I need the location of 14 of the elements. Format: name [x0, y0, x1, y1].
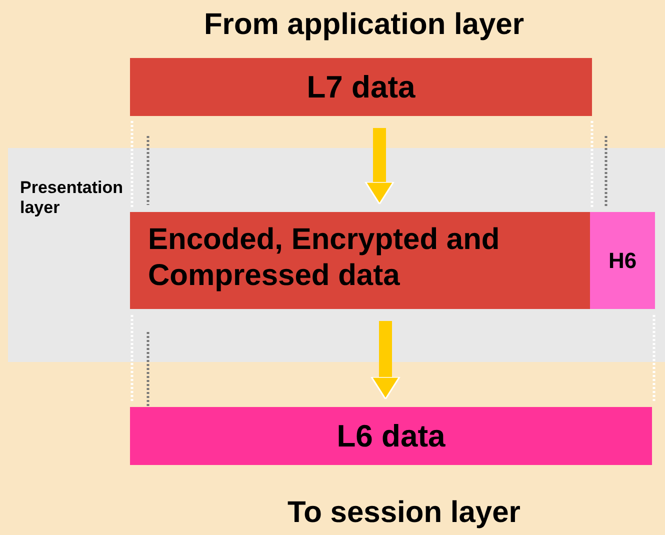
- flow-arrow: [370, 321, 400, 400]
- data-bar: [130, 58, 592, 116]
- data-bar: [130, 212, 590, 309]
- header-segment: [590, 212, 655, 309]
- bar-label: L6 data: [336, 417, 446, 455]
- data-bar: [130, 407, 652, 465]
- layer-label: Presentation layer: [20, 178, 124, 219]
- bar-label: Encoded, Encrypted and Compressed data: [148, 222, 501, 294]
- bar-label: H6: [607, 247, 638, 274]
- caption: To session layer: [286, 496, 522, 530]
- layer-band: [8, 148, 665, 362]
- flow-arrow: [364, 128, 394, 205]
- bar-label: L7 data: [306, 68, 416, 106]
- heading: From application layer: [202, 8, 526, 42]
